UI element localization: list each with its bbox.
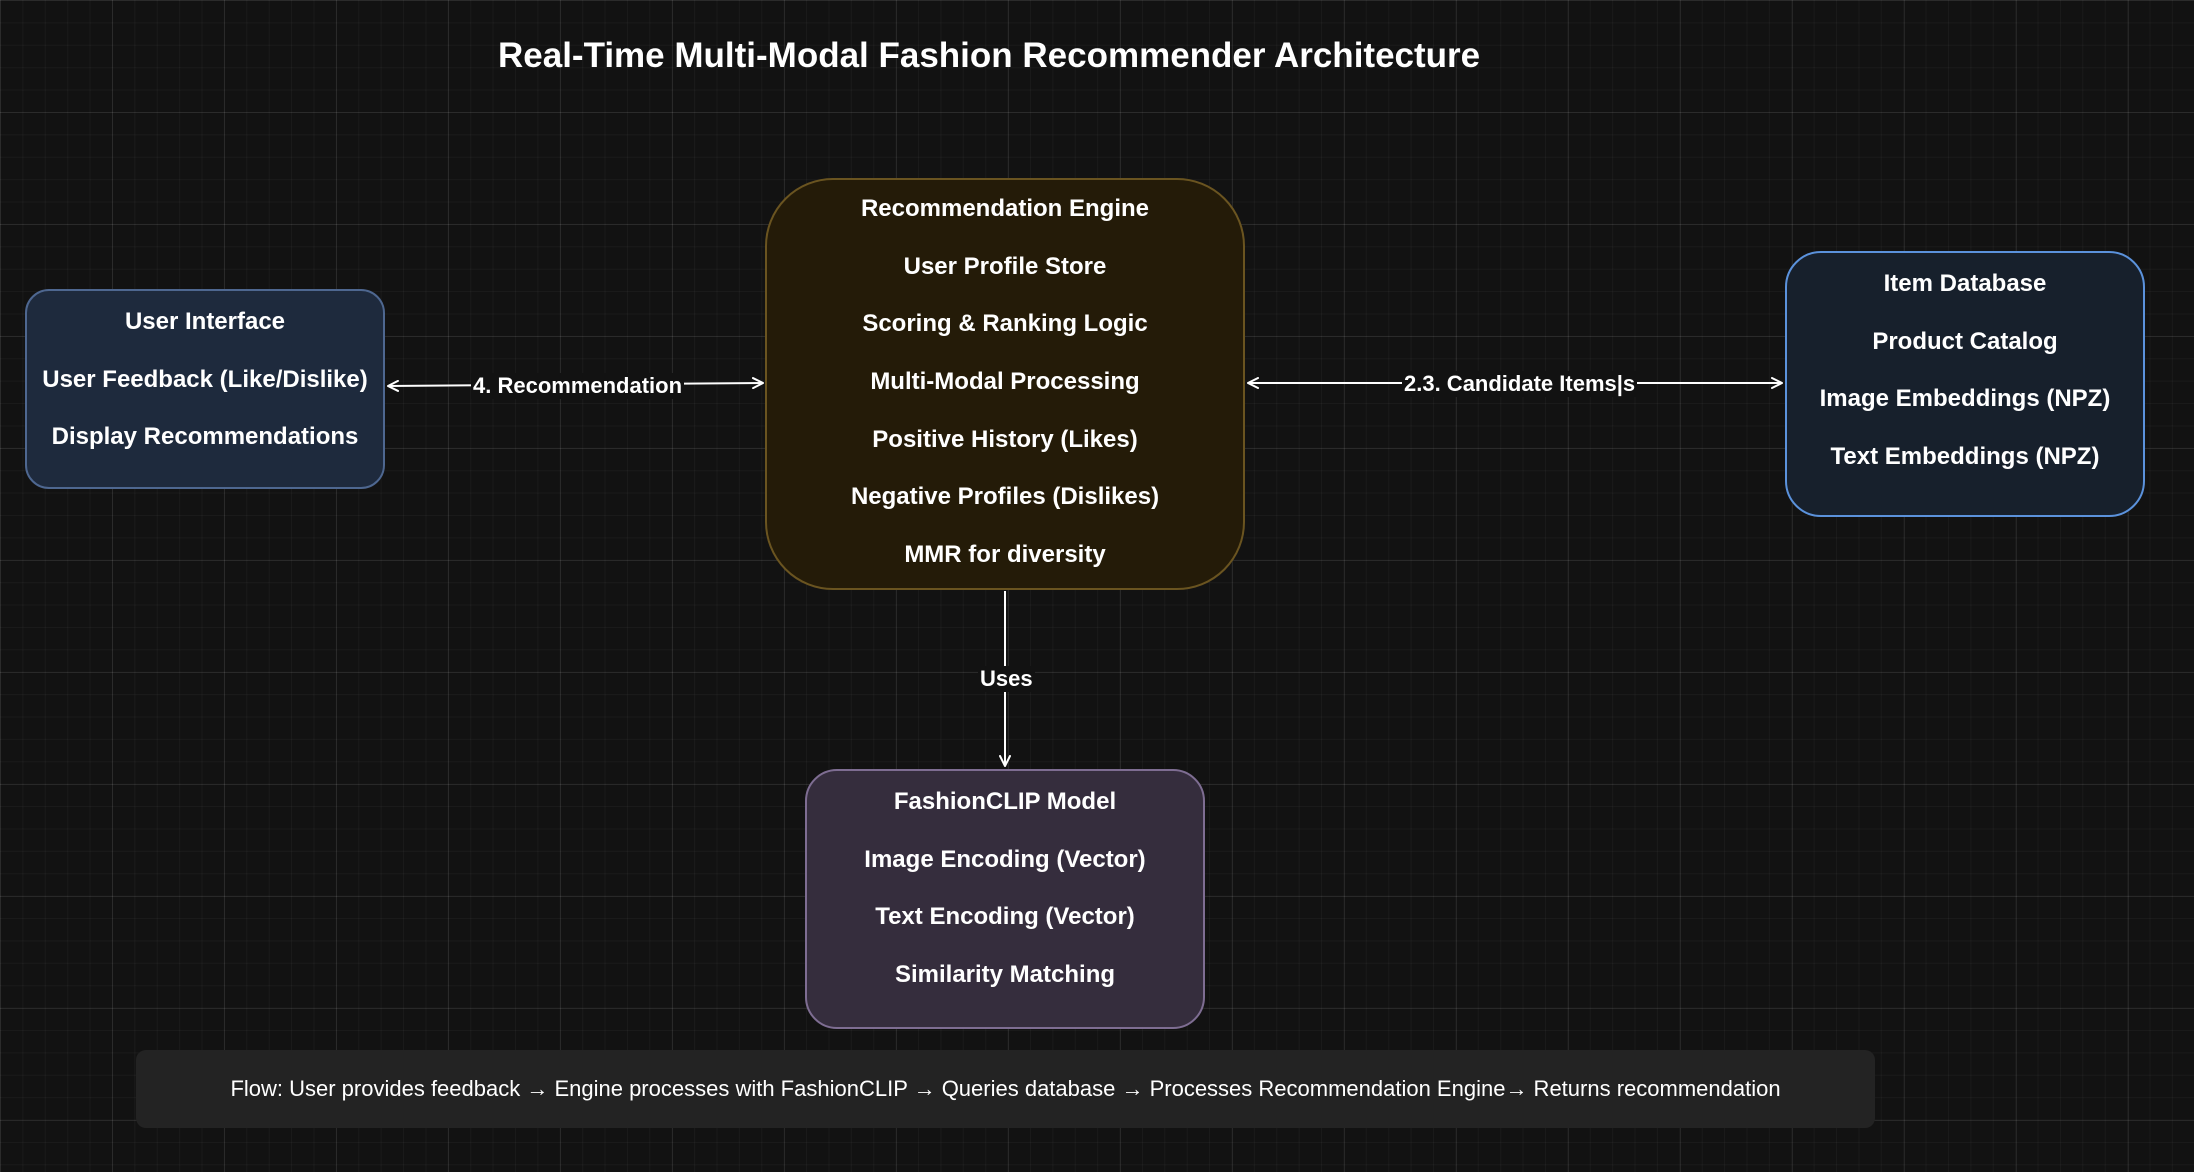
node-title: Item Database — [1883, 270, 2047, 297]
node-title: Recommendation Engine — [860, 195, 1150, 222]
item-database-node[interactable]: Item Database Product Catalog Image Embe… — [1785, 251, 2145, 517]
node-item: Image Embeddings (NPZ) — [1819, 385, 2111, 413]
edge-label-candidate-items: 2.3. Candidate Items|s — [1402, 371, 1638, 397]
node-item: Scoring & Ranking Logic — [862, 310, 1148, 338]
node-item: Multi-Modal Processing — [870, 368, 1140, 396]
node-item: Text Embeddings (NPZ) — [1830, 443, 2100, 471]
node-item: Negative Profiles (Dislikes) — [850, 483, 1160, 511]
edge-label-uses: Uses — [978, 666, 1035, 692]
flow-summary: Flow: User provides feedback → Engine pr… — [136, 1050, 1875, 1128]
diagram-title: Real-Time Multi-Modal Fashion Recommende… — [498, 36, 1481, 75]
node-title: FashionCLIP Model — [893, 788, 1117, 815]
node-item: Product Catalog — [1872, 327, 2058, 355]
edge-label-recommendation: 4. Recommendation — [471, 373, 685, 399]
user-interface-node[interactable]: User Interface User Feedback (Like/Disli… — [25, 289, 385, 489]
recommendation-engine-node[interactable]: Recommendation Engine User Profile Store… — [765, 178, 1245, 590]
node-item: Display Recommendations — [51, 423, 359, 451]
node-item: Image Encoding (Vector) — [864, 845, 1146, 873]
node-item: Positive History (Likes) — [872, 425, 1138, 453]
node-item: Similarity Matching — [894, 961, 1116, 989]
node-title: User Interface — [124, 308, 286, 335]
node-item: User Feedback (Like/Dislike) — [42, 365, 368, 393]
node-item: Text Encoding (Vector) — [875, 903, 1135, 931]
node-item: User Profile Store — [903, 252, 1107, 280]
node-item: MMR for diversity — [904, 541, 1106, 569]
fashionclip-model-node[interactable]: FashionCLIP Model Image Encoding (Vector… — [805, 769, 1205, 1029]
